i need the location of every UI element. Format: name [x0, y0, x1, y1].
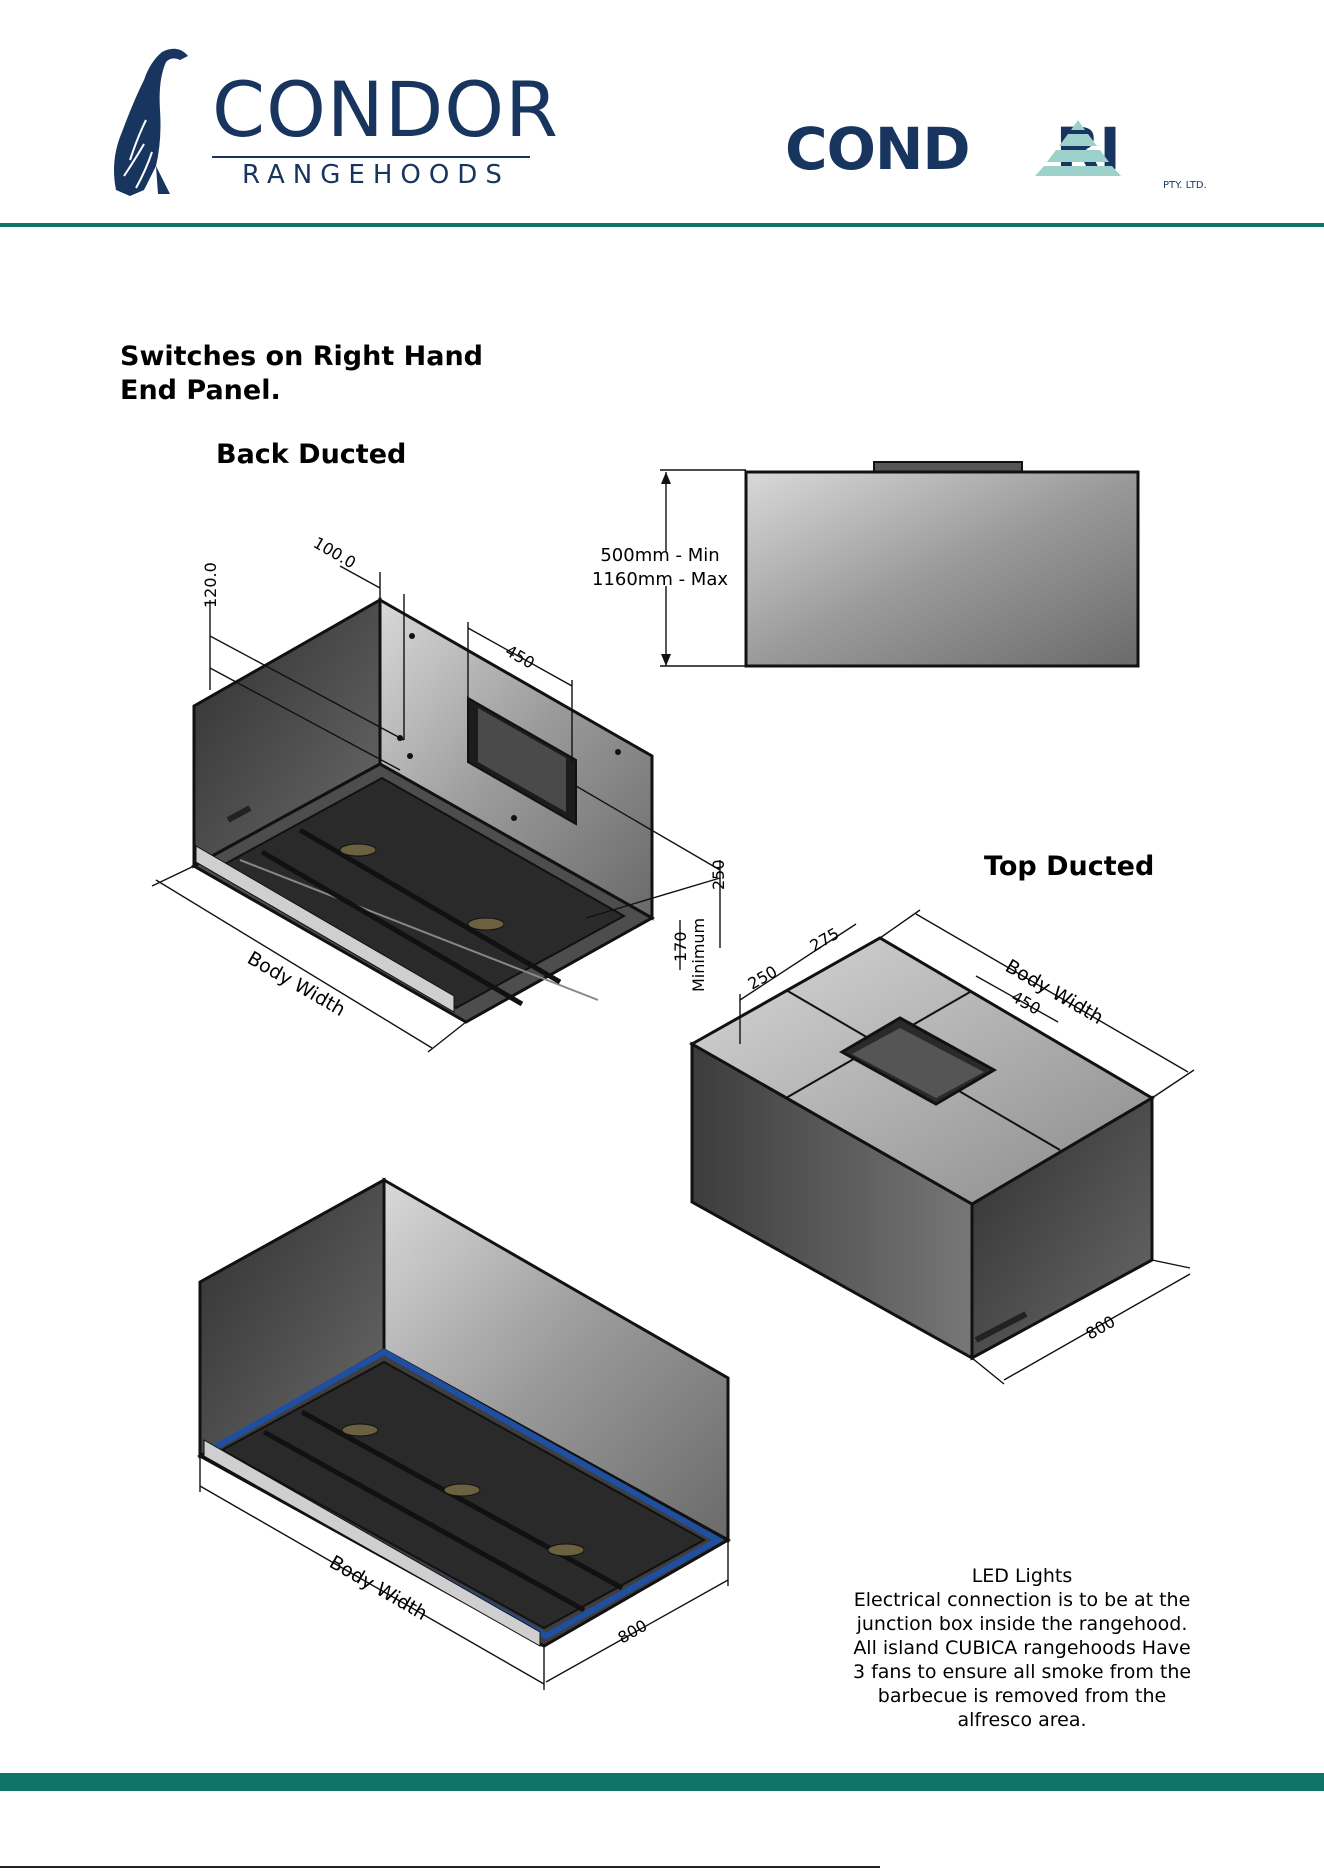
back-body-width-label: Body Width: [244, 947, 350, 1021]
top-ducted-title: Top Ducted: [984, 851, 1155, 882]
back-dim-250-label: 250: [709, 859, 728, 890]
height-max-label: 1160mm - Max: [591, 569, 729, 590]
top-ducted-drawing: [688, 936, 1155, 1361]
bottom-view-drawing: [196, 1177, 732, 1648]
back-ducted-drawing: [190, 597, 656, 1024]
switches-note-line-1: Switches on Right Hand: [120, 341, 483, 372]
brand-secondary-left: COND: [785, 115, 971, 183]
brand-secondary-suffix: PTY. LTD.: [1163, 180, 1207, 191]
height-min-label: 500mm - Min: [600, 545, 720, 566]
top-dim-275-label: 275: [807, 924, 843, 956]
bottom-dim-800-label: 800: [615, 1616, 651, 1648]
notes-line-1: LED Lights: [971, 1565, 1073, 1587]
footer-rule: [0, 1866, 880, 1868]
height-range-label: 500mm - Min 1160mm - Max: [590, 544, 730, 592]
notes-line-4: All island CUBICA rangehoods Have: [853, 1637, 1191, 1659]
notes-line-7: alfresco area.: [957, 1709, 1087, 1731]
brand-primary-subtitle: RANGEHOODS: [242, 160, 510, 190]
notes-line-6: barbecue is removed from the: [877, 1685, 1167, 1707]
back-dim-minimum-label: Minimum: [689, 918, 708, 992]
installation-notes: LED Lights Electrical connection is to b…: [842, 1564, 1202, 1732]
brand-primary-rule: [212, 156, 530, 158]
back-ducted-title: Back Ducted: [216, 439, 407, 470]
notes-line-2: Electrical connection is to be at the: [853, 1589, 1191, 1611]
back-dim-120-label: 120.0: [201, 562, 220, 608]
back-dim-170-label: 170: [671, 931, 690, 962]
bottom-view-dimensions: [199, 1456, 729, 1690]
switches-note-line-2: End Panel.: [120, 375, 281, 406]
header-rule: [0, 223, 1324, 227]
top-ducted-dimensions: [739, 909, 1195, 1385]
back-dim-450-label: 450: [502, 641, 538, 673]
top-dim-800-label: 800: [1083, 1312, 1119, 1344]
top-dim-250-label: 250: [745, 962, 781, 994]
side-view-drawing: [660, 461, 1140, 668]
condor-rangehoods-logo: CONDOR RANGEHOODS: [100, 40, 558, 200]
back-ducted-dimensions: [151, 565, 721, 1053]
notes-line-3: junction box inside the rangehood.: [856, 1613, 1188, 1635]
brand-primary-title: CONDOR: [212, 65, 559, 154]
notes-line-5: 3 fans to ensure all smoke from the: [852, 1661, 1192, 1683]
footer-band: [0, 1773, 1324, 1791]
switches-note: Switches on Right Hand End Panel.: [120, 340, 483, 408]
pyramid-a-icon: [1035, 120, 1121, 176]
back-dim-100-label: 100.0: [310, 533, 359, 572]
condor-bird-icon: [114, 48, 188, 196]
